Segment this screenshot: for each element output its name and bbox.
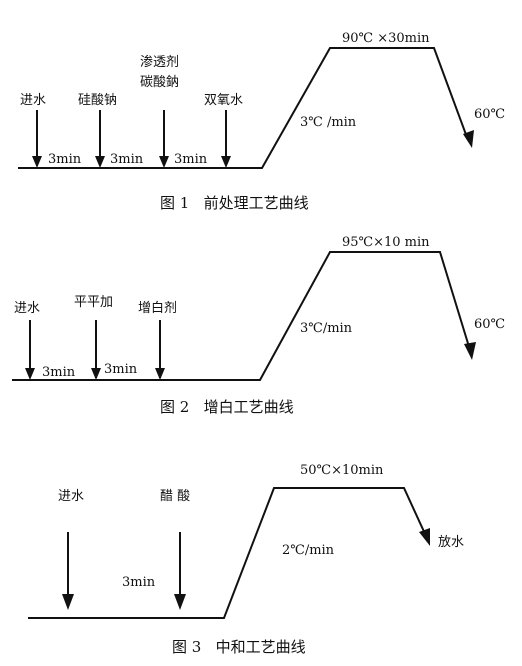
fig3-add-label-2: 醋 酸 <box>160 488 190 504</box>
fig2-rate-label: 3℃/min <box>300 321 353 336</box>
fig1-add-label-3: 渗透剂 <box>140 55 179 70</box>
fig1-interval-2: 3min <box>110 152 144 167</box>
fig3-arrowhead-2 <box>174 594 186 610</box>
fig3-add-label-1: 进水 <box>58 489 84 504</box>
fig2-add-label-2: 平平加 <box>74 295 113 310</box>
fig3-arrowhead-1 <box>62 594 74 610</box>
fig1-hold-label: 90℃ ×30min <box>342 31 430 46</box>
fig1-add-label-2: 硅酸钠 <box>78 93 117 108</box>
fig2-add-label-1: 进水 <box>14 301 40 316</box>
fig1-rate-label: 3℃ /min <box>300 115 357 130</box>
fig1-interval-3: 3min <box>174 152 208 167</box>
fig1-caption: 图 1 前处理工艺曲线 <box>160 194 309 212</box>
fig1-arrowhead-4 <box>221 156 231 168</box>
fig2-end-label: 60℃ <box>474 317 505 332</box>
fig3-interval-1: 3min <box>122 575 156 590</box>
fig2-interval-1: 3min <box>42 365 76 380</box>
figure-1: 进水 硅酸钠 渗透剂 碳酸鈉 双氧水 3min 3min 3min 3℃ /mi… <box>18 31 505 212</box>
fig2-hold-label: 95℃×10 min <box>342 235 430 250</box>
fig3-end-label: 放水 <box>438 535 464 550</box>
fig2-arrowhead-2 <box>91 368 101 380</box>
fig1-curve-arrowhead <box>463 130 474 148</box>
fig1-add-label-1: 进水 <box>20 93 46 108</box>
figure-2: 进水 平平加 增白剂 3min 3min 3℃/min 95℃×10 min 6… <box>12 235 505 416</box>
fig3-temperature-curve <box>28 487 427 619</box>
fig1-arrowhead-1 <box>32 156 42 168</box>
fig2-curve-arrowhead <box>464 342 476 360</box>
fig1-arrowhead-3 <box>159 156 169 168</box>
fig3-rate-label: 2℃/min <box>282 543 335 558</box>
fig1-end-label: 60℃ <box>474 107 505 122</box>
fig1-interval-1: 3min <box>48 152 82 167</box>
fig1-add-label-3b: 碳酸鈉 <box>140 74 179 90</box>
fig2-interval-2: 3min <box>104 362 138 377</box>
fig3-hold-label: 50℃×10min <box>300 463 384 478</box>
fig1-add-label-4: 双氧水 <box>204 93 243 108</box>
fig3-curve-arrowhead <box>419 528 430 546</box>
fig2-arrowhead-1 <box>25 368 35 380</box>
fig2-caption: 图 2 增白工艺曲线 <box>160 398 294 416</box>
fig1-temperature-curve <box>18 47 469 169</box>
figure-3: 进水 醋 酸 3min 2℃/min 50℃×10min 放水 图 3 中和工艺… <box>28 463 464 656</box>
fig3-caption: 图 3 中和工艺曲线 <box>172 638 306 656</box>
fig2-arrowhead-3 <box>155 368 165 380</box>
fig2-add-label-3: 增白剂 <box>138 300 177 316</box>
fig1-arrowhead-2 <box>95 156 105 168</box>
fig2-temperature-curve <box>12 251 471 381</box>
